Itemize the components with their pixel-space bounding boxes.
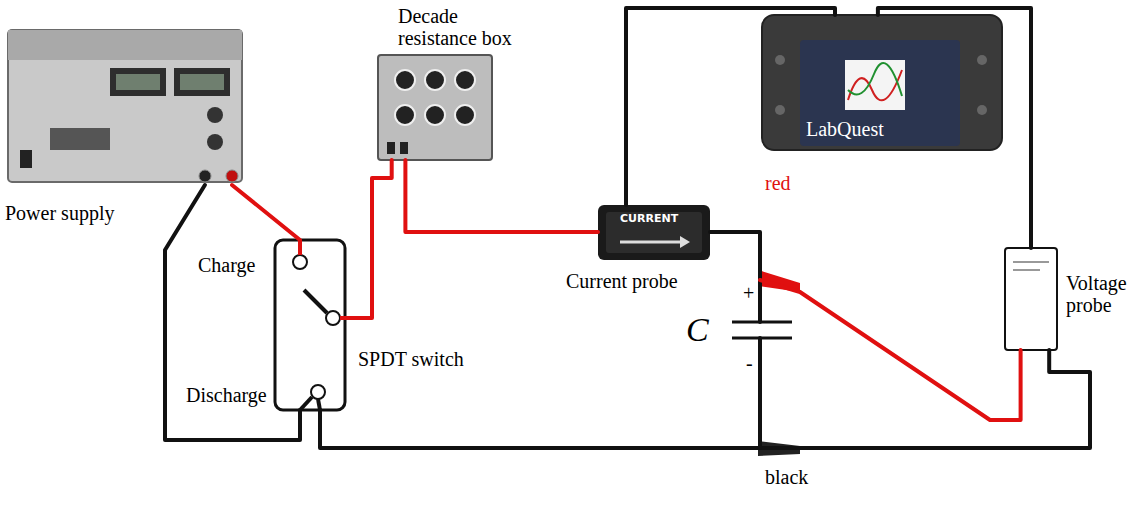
voltage-probe-picture [1005, 248, 1057, 350]
current-probe-picture [598, 205, 710, 260]
labquest: LabQuest [762, 15, 1002, 150]
wire [165, 185, 300, 440]
component-symbol: C [686, 312, 709, 348]
wire-segment [710, 232, 760, 322]
wire [878, 8, 1031, 248]
decade-resistance-box: Decade resistance box [378, 55, 492, 160]
wire [320, 338, 1090, 448]
power-supply-picture [8, 30, 242, 182]
wire-segment [232, 185, 300, 240]
wire-segment [760, 280, 1021, 420]
wire [710, 232, 1021, 420]
lead-color-label: red [765, 172, 791, 194]
device-label: Voltage probe [1066, 272, 1136, 316]
device-label: Power supply [5, 202, 114, 224]
terminal-label: Discharge [186, 384, 267, 406]
wire-segment [758, 338, 762, 448]
capacitor-symbol [732, 322, 792, 338]
probe-marking: CURRENT [620, 212, 678, 225]
wire [626, 8, 835, 205]
device-label: SPDT switch [358, 348, 464, 370]
device-label: LabQuest [806, 118, 884, 140]
wire [345, 160, 392, 318]
wire-segment [878, 8, 1031, 248]
wire-segment [165, 185, 300, 440]
wire-segment [405, 160, 598, 232]
voltage-probe: Voltage probe [1005, 248, 1057, 350]
device-label: Current probe [566, 270, 678, 292]
lead-color-label: black [765, 466, 808, 488]
spdt-switch-picture [275, 240, 345, 410]
terminal-label: Charge [198, 254, 255, 276]
power-supply: Power supply [5, 28, 245, 185]
wire [232, 185, 300, 240]
wire [405, 160, 598, 232]
decade-box-picture [378, 55, 492, 160]
polarity-sign: - [746, 352, 753, 374]
spdt-switch: SPDT switch [275, 240, 345, 410]
current-probe: CURRENTCurrent probe [598, 205, 710, 260]
polarity-sign: + [743, 282, 754, 304]
wire-segment [345, 160, 392, 318]
device-label: Decade resistance box [398, 5, 533, 49]
labquest-picture [762, 15, 1002, 150]
wire-segment [626, 8, 835, 205]
